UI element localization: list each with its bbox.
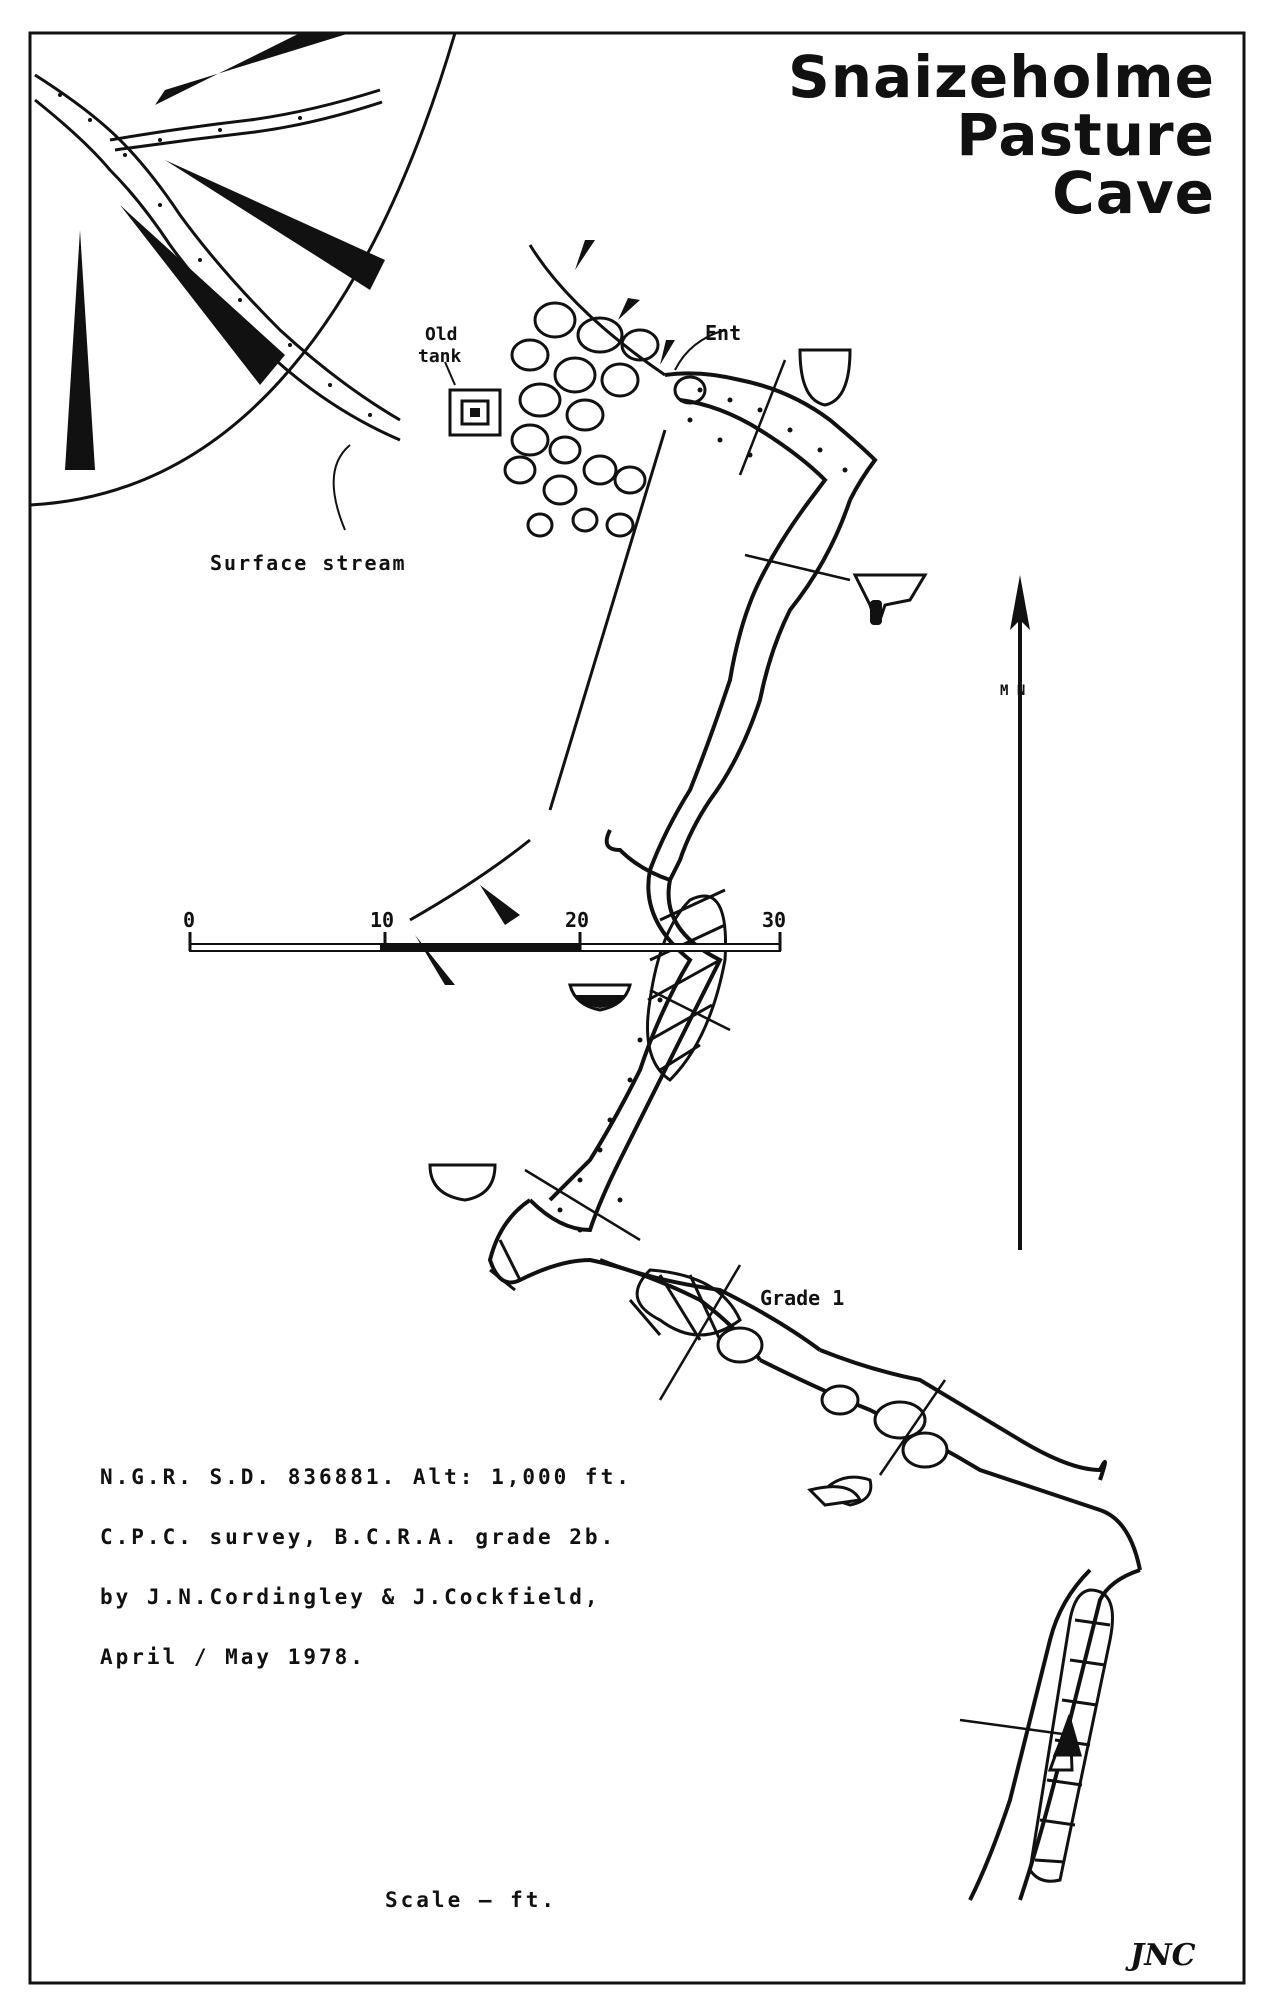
- old-tank-label-line2: tank: [418, 346, 462, 367]
- title-line-1: Snaizeholme: [788, 43, 1215, 111]
- scale-tick-20: 20: [565, 908, 589, 932]
- old-tank-label-line1: Old: [425, 324, 458, 345]
- surface-boundary-arc: [29, 32, 457, 507]
- surface-stream-label: Surface stream: [210, 551, 407, 575]
- scale-tick-10: 10: [370, 908, 394, 932]
- stream-stipple: [58, 93, 372, 417]
- map-title: Snaizeholme Pasture Cave: [788, 48, 1215, 222]
- old-tank-symbol: [448, 388, 502, 437]
- section-lines: [524, 359, 1071, 1737]
- edge-wedges-lower: [415, 885, 520, 985]
- wall-edge-ticks: [409, 429, 667, 922]
- north-label: M N: [1000, 683, 1025, 699]
- grade-label: Grade 1: [760, 1286, 844, 1310]
- cave-passage: [487, 371, 1142, 1901]
- info-date: April / May 1978.: [100, 1645, 366, 1669]
- surface-shading-wedges: [65, 33, 385, 470]
- entrance-label: Ent: [705, 321, 741, 345]
- info-survey: C.P.C. survey, B.C.R.A. grade 2b.: [100, 1525, 617, 1549]
- passage-sediment: [557, 387, 848, 1233]
- passage-boulders: [716, 1326, 1082, 1772]
- scale-tick-30: 30: [762, 908, 786, 932]
- old-tank-leader: [444, 361, 456, 386]
- scale-tick-0: 0: [183, 908, 195, 932]
- entrance-wedges: [575, 240, 675, 365]
- title-line-2: Pasture: [956, 101, 1215, 169]
- info-surveyors: by J.N.Cordingley & J.Cockfield,: [100, 1585, 601, 1609]
- scale-caption: Scale — ft.: [385, 1888, 558, 1912]
- entrance-arc: [528, 244, 666, 377]
- stream-leader-line: [332, 444, 351, 531]
- author-signature: JNC: [1130, 1938, 1196, 1973]
- surface-stream: [34, 73, 401, 442]
- title-line-3: Cave: [1052, 159, 1215, 227]
- entrance-leader: [674, 329, 726, 371]
- map-frame: [28, 31, 1246, 1985]
- north-arrow: [1010, 575, 1030, 1250]
- scale-bar-true: [188, 932, 782, 952]
- info-ngr: N.G.R. S.D. 836881. Alt: 1,000 ft.: [100, 1465, 632, 1489]
- cross-section-fills: [575, 600, 882, 1008]
- entrance-boulders: [503, 301, 707, 538]
